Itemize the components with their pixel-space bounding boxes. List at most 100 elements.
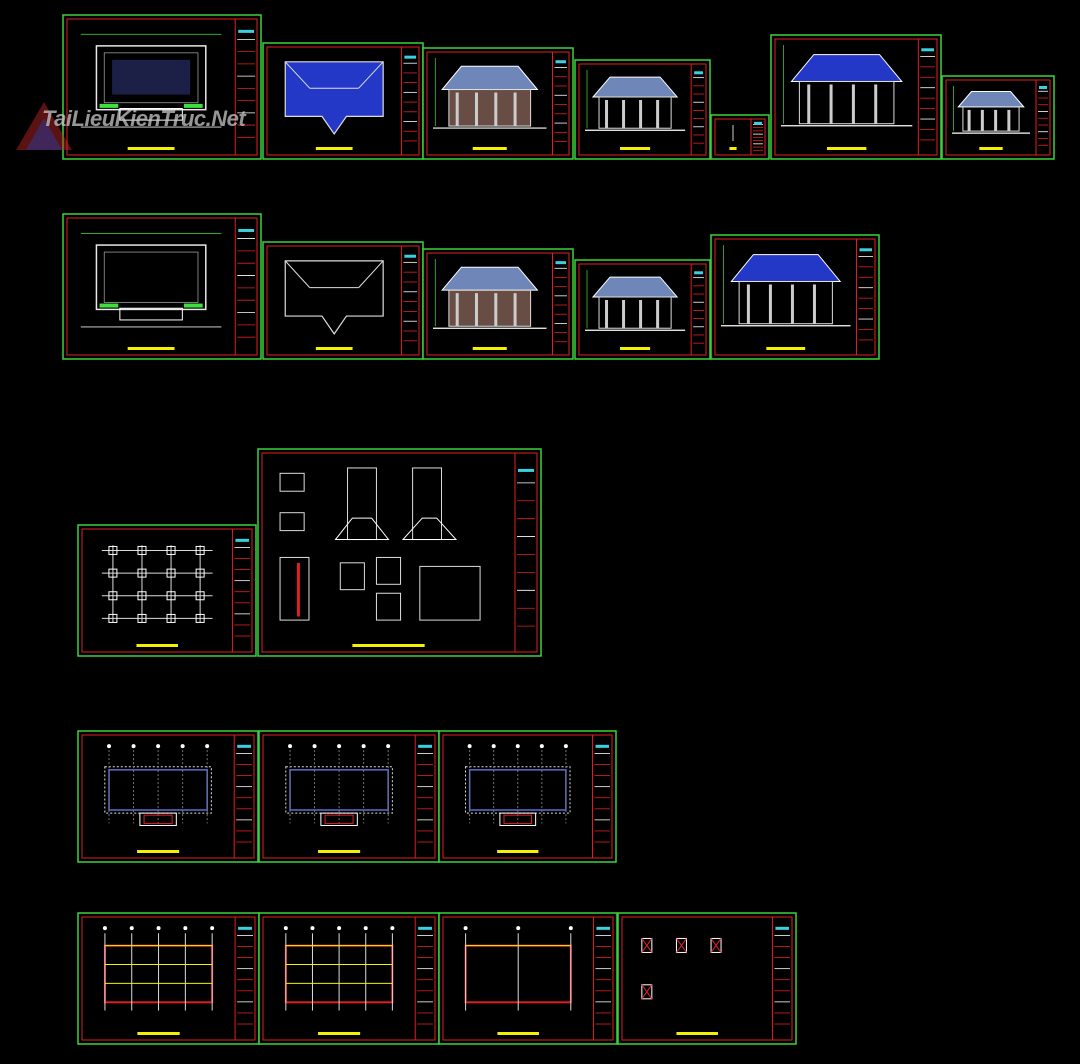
sheet-title-bar	[318, 850, 361, 853]
drawing-sheet-15[interactable]	[77, 730, 259, 863]
drawing-sheet-13[interactable]	[77, 524, 257, 657]
sheet-border	[617, 912, 797, 1045]
sheet-border	[438, 730, 617, 863]
title-block	[233, 734, 255, 859]
sheet-title-bar	[979, 147, 1003, 150]
title-block	[514, 452, 538, 653]
drawing-content	[465, 744, 571, 826]
drawing-sheet-6[interactable]	[770, 34, 942, 160]
sheet-title-bar	[318, 1032, 361, 1035]
sheet-title-bar	[497, 1032, 539, 1035]
drawing-content	[721, 245, 851, 327]
drawing-sheet-19[interactable]	[258, 912, 440, 1045]
drawing-sheet-9[interactable]	[262, 241, 424, 360]
sheet-border	[258, 912, 440, 1045]
sheet-title-bar	[620, 147, 651, 150]
drawing-sheet-7[interactable]	[941, 75, 1055, 160]
sheet-border	[77, 912, 260, 1045]
title-block	[552, 252, 570, 356]
sheet-title-bar	[826, 147, 867, 150]
drawing-content	[102, 926, 215, 1011]
title-block	[856, 238, 876, 356]
drawing-content	[585, 70, 686, 131]
sheet-border	[262, 241, 424, 360]
sheet-border	[77, 730, 259, 863]
title-block	[1035, 79, 1051, 156]
drawing-sheet-8[interactable]	[62, 213, 262, 360]
sheet-border	[258, 730, 440, 863]
title-block	[231, 528, 253, 653]
sheet-title-bar	[729, 147, 737, 150]
drawing-content	[952, 86, 1030, 134]
sheet-border	[710, 234, 880, 360]
title-block	[414, 734, 436, 859]
sheet-title-bar	[497, 850, 539, 853]
drawing-sheet-1[interactable]	[62, 14, 262, 160]
drawing-sheet-11[interactable]	[574, 259, 711, 360]
title-block	[234, 916, 256, 1041]
sheet-border	[62, 213, 262, 360]
drawing-content	[101, 545, 213, 623]
title-block	[234, 18, 258, 156]
drawing-content	[283, 926, 395, 1011]
title-block	[400, 245, 420, 356]
sheet-border	[77, 524, 257, 657]
drawing-sheet-14[interactable]	[257, 448, 542, 657]
title-block	[771, 916, 793, 1041]
drawing-sheet-18[interactable]	[77, 912, 260, 1045]
drawing-sheet-20[interactable]	[438, 912, 618, 1045]
title-block	[234, 217, 258, 356]
drawing-content	[284, 61, 384, 136]
drawing-sheet-5[interactable]	[710, 114, 770, 160]
drawing-sheet-4[interactable]	[574, 59, 711, 160]
sheet-title-bar	[620, 347, 651, 350]
drawing-content	[585, 270, 686, 331]
title-block	[592, 916, 614, 1041]
title-block	[690, 263, 707, 356]
sheet-border	[574, 259, 711, 360]
watermark-logo-icon	[16, 102, 72, 150]
drawing-content	[433, 259, 547, 329]
sheet-title-bar	[315, 147, 353, 150]
drawing-content	[104, 744, 212, 826]
drawing-content	[284, 260, 384, 335]
title-block	[400, 46, 420, 156]
title-block	[552, 51, 570, 156]
drawing-content	[80, 232, 222, 328]
sheet-title-bar	[127, 347, 175, 350]
title-block	[917, 38, 938, 156]
sheet-title-bar	[136, 644, 178, 647]
drawing-sheet-17[interactable]	[438, 730, 617, 863]
sheet-title-bar	[137, 1032, 180, 1035]
watermark-text: TaiLieuKienTruc.Net	[42, 106, 246, 131]
title-block	[414, 916, 436, 1041]
drawing-content	[433, 58, 547, 129]
title-block	[750, 118, 766, 156]
sheet-border	[941, 75, 1055, 160]
sheet-border	[574, 59, 711, 160]
drawing-content	[641, 937, 722, 1000]
drawing-sheet-16[interactable]	[258, 730, 440, 863]
sheet-title-bar	[472, 147, 507, 150]
drawing-sheet-12[interactable]	[710, 234, 880, 360]
sheet-border	[438, 912, 618, 1045]
sheet-title-bar	[766, 347, 806, 350]
sheet-title-bar	[127, 147, 175, 150]
title-block	[592, 734, 613, 859]
drawing-content	[463, 926, 573, 1011]
title-block	[690, 63, 707, 156]
drawing-content	[781, 45, 913, 127]
drawing-sheet-2[interactable]	[262, 42, 424, 160]
sheet-title-bar	[137, 850, 180, 853]
sheet-title-bar	[472, 347, 507, 350]
sheet-title-bar	[676, 1032, 718, 1035]
sheet-border	[770, 34, 942, 160]
drawing-content	[279, 467, 481, 621]
sheet-border	[257, 448, 542, 657]
drawing-sheet-10[interactable]	[422, 248, 574, 360]
drawing-sheet-3[interactable]	[422, 47, 574, 160]
sheet-title-bar	[352, 644, 425, 647]
drawing-content	[285, 744, 393, 826]
drawing-sheet-21[interactable]	[617, 912, 797, 1045]
